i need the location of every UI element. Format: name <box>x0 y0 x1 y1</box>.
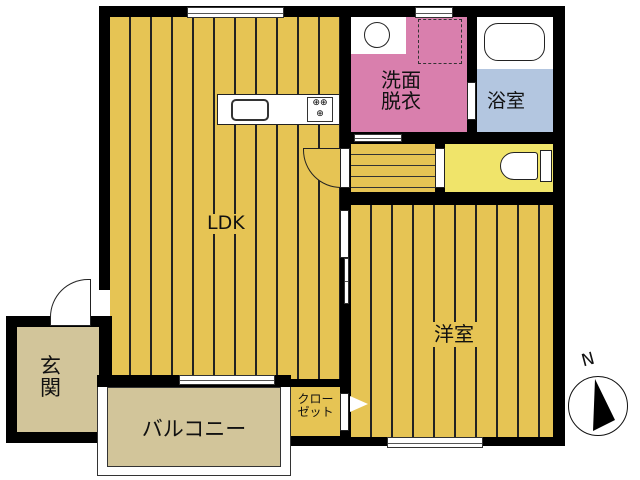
door-hall-left[interactable] <box>340 148 350 188</box>
compass-north-label: N <box>579 348 597 372</box>
room-balcony <box>107 387 281 467</box>
stove-icon: ⊕⊕⊕ <box>307 97 333 122</box>
window-ldk-top <box>187 7 284 18</box>
room-entrance-label: 玄 関 <box>40 354 61 401</box>
door-bath[interactable] <box>467 82 476 120</box>
door-western[interactable] <box>340 210 349 258</box>
door-entrance-swing-icon <box>50 279 91 317</box>
washbasin-bowl-icon <box>364 22 390 48</box>
room-washroom-label: 洗面 脱衣 <box>381 68 421 113</box>
toilet-tank-icon <box>540 150 552 182</box>
window-balcony <box>179 375 275 385</box>
door-closet-arrow-icon <box>350 396 368 412</box>
room-balcony-label: バルコニー <box>141 417 247 441</box>
room-western-label: 洋室 <box>430 322 478 347</box>
door-entrance[interactable] <box>50 316 91 326</box>
toilet-icon <box>500 152 538 180</box>
room-closet-label: クロー ゼット <box>297 392 334 419</box>
window-washroom-top <box>415 7 453 18</box>
room-bath-label: 浴室 <box>487 90 526 112</box>
room-closet <box>291 387 340 436</box>
room-ldk <box>110 17 340 379</box>
compass-icon <box>568 376 628 436</box>
door-hall-right[interactable] <box>435 148 445 188</box>
hall-closet <box>351 144 435 192</box>
sliding-door-western[interactable] <box>344 258 349 304</box>
washing-machine-space-icon <box>418 19 462 64</box>
room-ldk-label: LDK <box>205 212 247 234</box>
entrance-notch-white <box>99 290 110 316</box>
sink-icon <box>231 99 269 121</box>
door-closet[interactable] <box>340 393 349 431</box>
sliding-door-washroom[interactable] <box>354 134 402 142</box>
room-western <box>351 205 553 437</box>
bathtub-basin-icon <box>484 23 545 61</box>
window-western-bottom <box>387 437 483 448</box>
north-arrow-icon <box>593 379 615 431</box>
room-entrance <box>17 327 99 432</box>
